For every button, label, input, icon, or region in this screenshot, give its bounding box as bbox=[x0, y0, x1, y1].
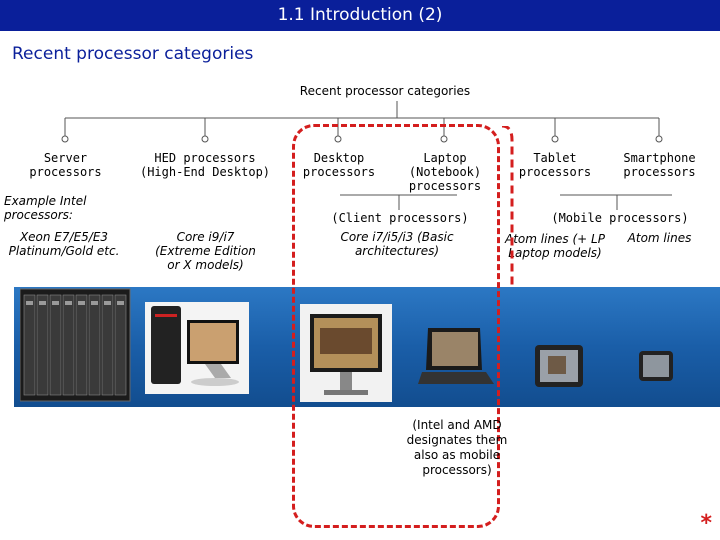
all-in-one-desktop-icon bbox=[300, 304, 392, 402]
server-rack-icon bbox=[20, 288, 131, 402]
group-mobile: (Mobile processors) bbox=[551, 211, 689, 225]
category-laptop: Laptop (Notebook) processors bbox=[408, 151, 482, 193]
category-tablet: Tablet processors bbox=[518, 151, 592, 179]
example-smartphone: Atom lines bbox=[627, 231, 692, 245]
slide-subtitle: Recent processor categories bbox=[12, 44, 254, 64]
example-hed: Core i9/i7 (Extreme Edition or X models) bbox=[155, 230, 256, 272]
laptop-icon bbox=[418, 328, 494, 384]
client-mobile-highlight-desktop-laptop bbox=[292, 124, 500, 528]
group-client: (Client processors) bbox=[331, 211, 469, 225]
example-server: Xeon E7/E5/E3 Platinum/Gold etc. bbox=[8, 230, 120, 258]
hed-desktop-icon bbox=[145, 302, 249, 394]
example-client: Core i7/i5/i3 (Basic architectures) bbox=[340, 230, 454, 258]
slide-title: 1.1 Introduction (2) bbox=[0, 0, 720, 31]
example-label: Example Intel processors: bbox=[4, 194, 87, 222]
category-smartphone: Smartphone processors bbox=[623, 151, 696, 179]
mobile-note: (Intel and AMD designates them also as m… bbox=[406, 418, 508, 477]
tablet-icon bbox=[535, 345, 583, 387]
tree-root-label: Recent processor categories bbox=[299, 84, 471, 98]
category-hed: HED processors (High-End Desktop) bbox=[139, 151, 271, 179]
example-tablet: Atom lines (+ LP Laptop models) bbox=[505, 232, 605, 260]
category-desktop: Desktop processors bbox=[302, 151, 376, 179]
mobile-region-boundary bbox=[501, 126, 514, 286]
footnote-star: * bbox=[700, 511, 712, 536]
category-server: Server processors bbox=[29, 151, 102, 179]
smartphone-icon bbox=[639, 351, 673, 381]
